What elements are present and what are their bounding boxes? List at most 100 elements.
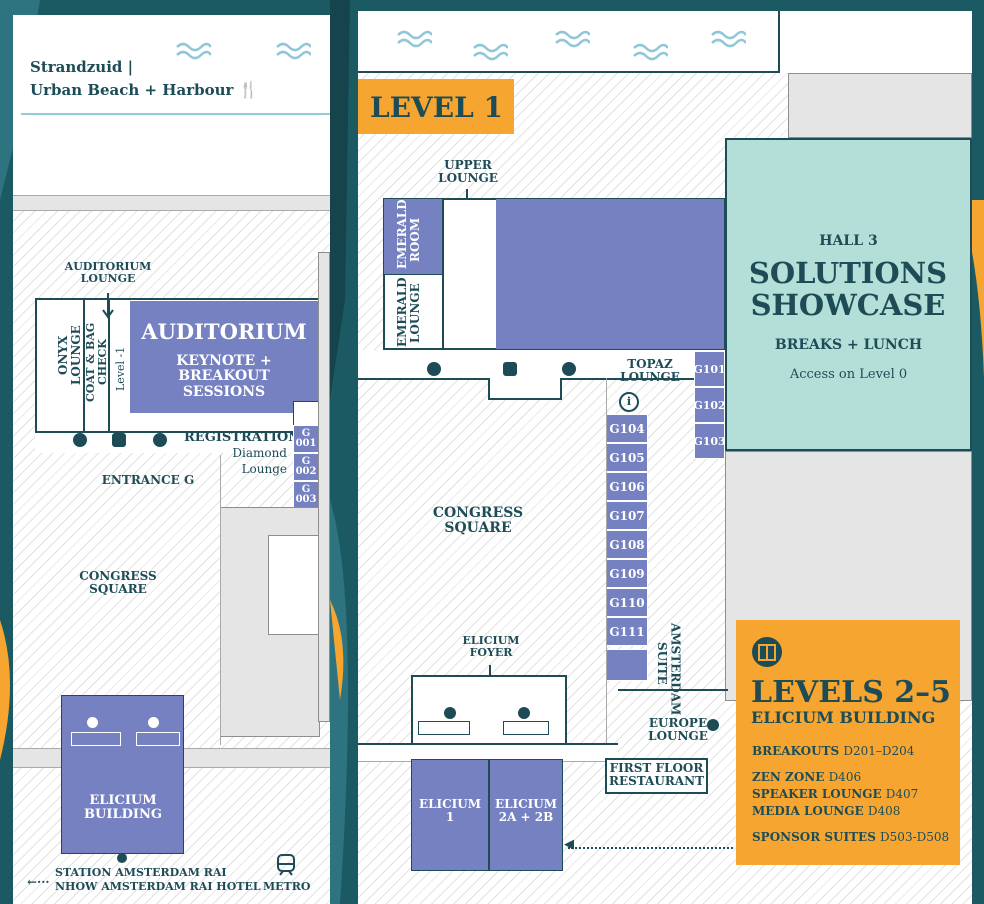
hall-room[interactable] <box>496 199 724 349</box>
levels-list-item: SPEAKER LOUNGE D407 <box>752 787 918 801</box>
header-divider <box>21 113 330 115</box>
showcase-subtitle: BREAKS + LUNCH <box>774 337 923 353</box>
restaurant-label: FIRST FLOOR RESTAURANT <box>608 761 704 789</box>
hotel-label: NHOW AMSTERDAM RAI HOTEL <box>55 880 261 893</box>
wave-icon <box>276 42 311 60</box>
congress-square-area <box>13 455 221 745</box>
escalator-box <box>418 721 470 735</box>
congress-square-area <box>358 378 607 743</box>
g-room-g103[interactable]: G103 <box>693 423 726 459</box>
roadway <box>13 195 330 211</box>
g-room-g101[interactable]: G101 <box>693 351 726 387</box>
escalator-icon <box>562 362 576 376</box>
amsterdam-suite-room[interactable] <box>606 649 648 681</box>
elevator-icon <box>112 433 126 447</box>
emerald-room-label: EMERALD ROOM <box>395 199 423 269</box>
wall <box>108 300 110 431</box>
g-room-g110[interactable]: G110 <box>606 588 648 617</box>
showcase-note: Access on Level 0 <box>789 367 908 382</box>
corridor <box>35 433 320 453</box>
elicium-building[interactable] <box>61 695 184 854</box>
train-icon <box>277 854 295 876</box>
g003-room[interactable]: G 003 <box>293 481 319 509</box>
elicium-1-label: ELICIUM 1 <box>418 797 482 825</box>
level-item-rooms: D407 <box>885 787 919 801</box>
adjacent-building <box>318 252 330 722</box>
path-dotted <box>568 847 733 849</box>
wave-icon <box>176 42 211 60</box>
g001-room[interactable]: G 001 <box>293 425 319 453</box>
wall <box>618 689 728 691</box>
right-map-panel: LEVEL 1 UPPER LOUNGE EMERALD ROOM EMERAL… <box>358 11 972 904</box>
level-item-rooms: D503-D508 <box>880 830 950 844</box>
elicium-1-room[interactable] <box>411 759 489 871</box>
diamond-lounge-label: Diamond Lounge <box>232 446 287 476</box>
restaurant-icon: 🍴 <box>238 80 259 99</box>
g002-room[interactable]: G 002 <box>293 453 319 481</box>
levels-title: LEVELS 2–5 <box>751 675 952 710</box>
elevator-icon <box>752 637 782 667</box>
escalator-icon <box>117 853 127 863</box>
escalator-icon <box>153 433 167 447</box>
location-subtitle: Urban Beach + Harbour 🍴 <box>30 80 259 99</box>
g-room-g105[interactable]: G105 <box>606 443 648 472</box>
wave-icon <box>473 43 508 61</box>
level-item-name: MEDIA LOUNGE <box>752 804 868 818</box>
elicium-building-label: ELICIUM BUILDING <box>84 793 162 823</box>
g-room-g107[interactable]: G107 <box>606 501 648 530</box>
left-arrow-icon: ◀ <box>564 837 574 852</box>
level-item-name: BREAKOUTS <box>752 744 844 758</box>
congress-square-label: CONGRESS SQUARE <box>432 505 524 537</box>
adjacent-building <box>788 73 972 138</box>
level-item-name: SPEAKER LOUNGE <box>752 787 886 801</box>
level-item-name: SPONSOR SUITES <box>752 830 881 844</box>
g-room-g102[interactable]: G102 <box>693 387 726 423</box>
escalator-icon <box>444 707 456 719</box>
g-room-g108[interactable]: G108 <box>606 530 648 559</box>
escalator-box <box>71 732 121 746</box>
elicium-foyer-label: ELICIUM FOYER <box>462 634 520 660</box>
registration-label: REGISTRATION <box>184 430 301 445</box>
g-room-g106[interactable]: G106 <box>606 472 648 501</box>
first-floor-restaurant[interactable] <box>605 758 708 794</box>
level-item-rooms: D408 <box>867 804 901 818</box>
g-room-g104[interactable]: G104 <box>606 414 648 443</box>
elicium-2-room[interactable] <box>489 759 563 871</box>
wall <box>442 199 444 349</box>
coat-check-label: COAT & BAG CHECK <box>84 322 110 403</box>
escalator-icon <box>73 433 87 447</box>
level-badge-text: LEVEL 1 <box>370 91 504 124</box>
emerald-room[interactable] <box>384 199 443 275</box>
auditorium-room[interactable] <box>130 301 318 413</box>
escalator-box <box>503 721 549 735</box>
g-room-g109[interactable]: G109 <box>606 559 648 588</box>
auditorium-lounge-label: AUDITORIUM LOUNGE <box>64 260 152 286</box>
info-icon[interactable]: i <box>619 392 639 412</box>
g-room-g111[interactable]: G111 <box>606 617 648 646</box>
wave-icon <box>397 30 432 48</box>
hall3-area[interactable] <box>725 138 972 451</box>
water-strip <box>358 11 972 71</box>
escalator-icon <box>707 719 719 731</box>
escalator-box <box>136 732 180 746</box>
escalator-icon <box>148 717 159 728</box>
shoreline <box>778 11 780 73</box>
location-title: Strandzuid | <box>30 58 134 76</box>
left-header <box>13 15 330 195</box>
elicium-2-label: ELICIUM 2A + 2B <box>494 797 558 825</box>
amsterdam-suite-label: AMSTERDAM SUITE <box>655 623 683 716</box>
levels-list-item: MEDIA LOUNGE D408 <box>752 804 900 818</box>
auditorium-title: AUDITORIUM <box>141 319 307 344</box>
europe-lounge-label: EUROPE LOUNGE <box>648 716 708 744</box>
levels-list-item: BREAKOUTS D201–D204 <box>752 744 914 758</box>
left-arrow-icon: ←··· <box>27 875 50 889</box>
upper-lounge-label: UPPER LOUNGE <box>438 158 498 186</box>
congress-square-label: CONGRESS SQUARE <box>79 569 157 597</box>
wave-icon <box>711 30 746 48</box>
topaz-lounge-label: TOPAZ LOUNGE <box>620 357 680 385</box>
levels-subtitle: ELICIUM BUILDING <box>751 708 936 727</box>
escalator-icon <box>427 362 441 376</box>
hall3-label: HALL 3 <box>819 233 878 249</box>
wall <box>83 300 85 431</box>
entrance-label: ENTRANCE G <box>101 473 195 487</box>
